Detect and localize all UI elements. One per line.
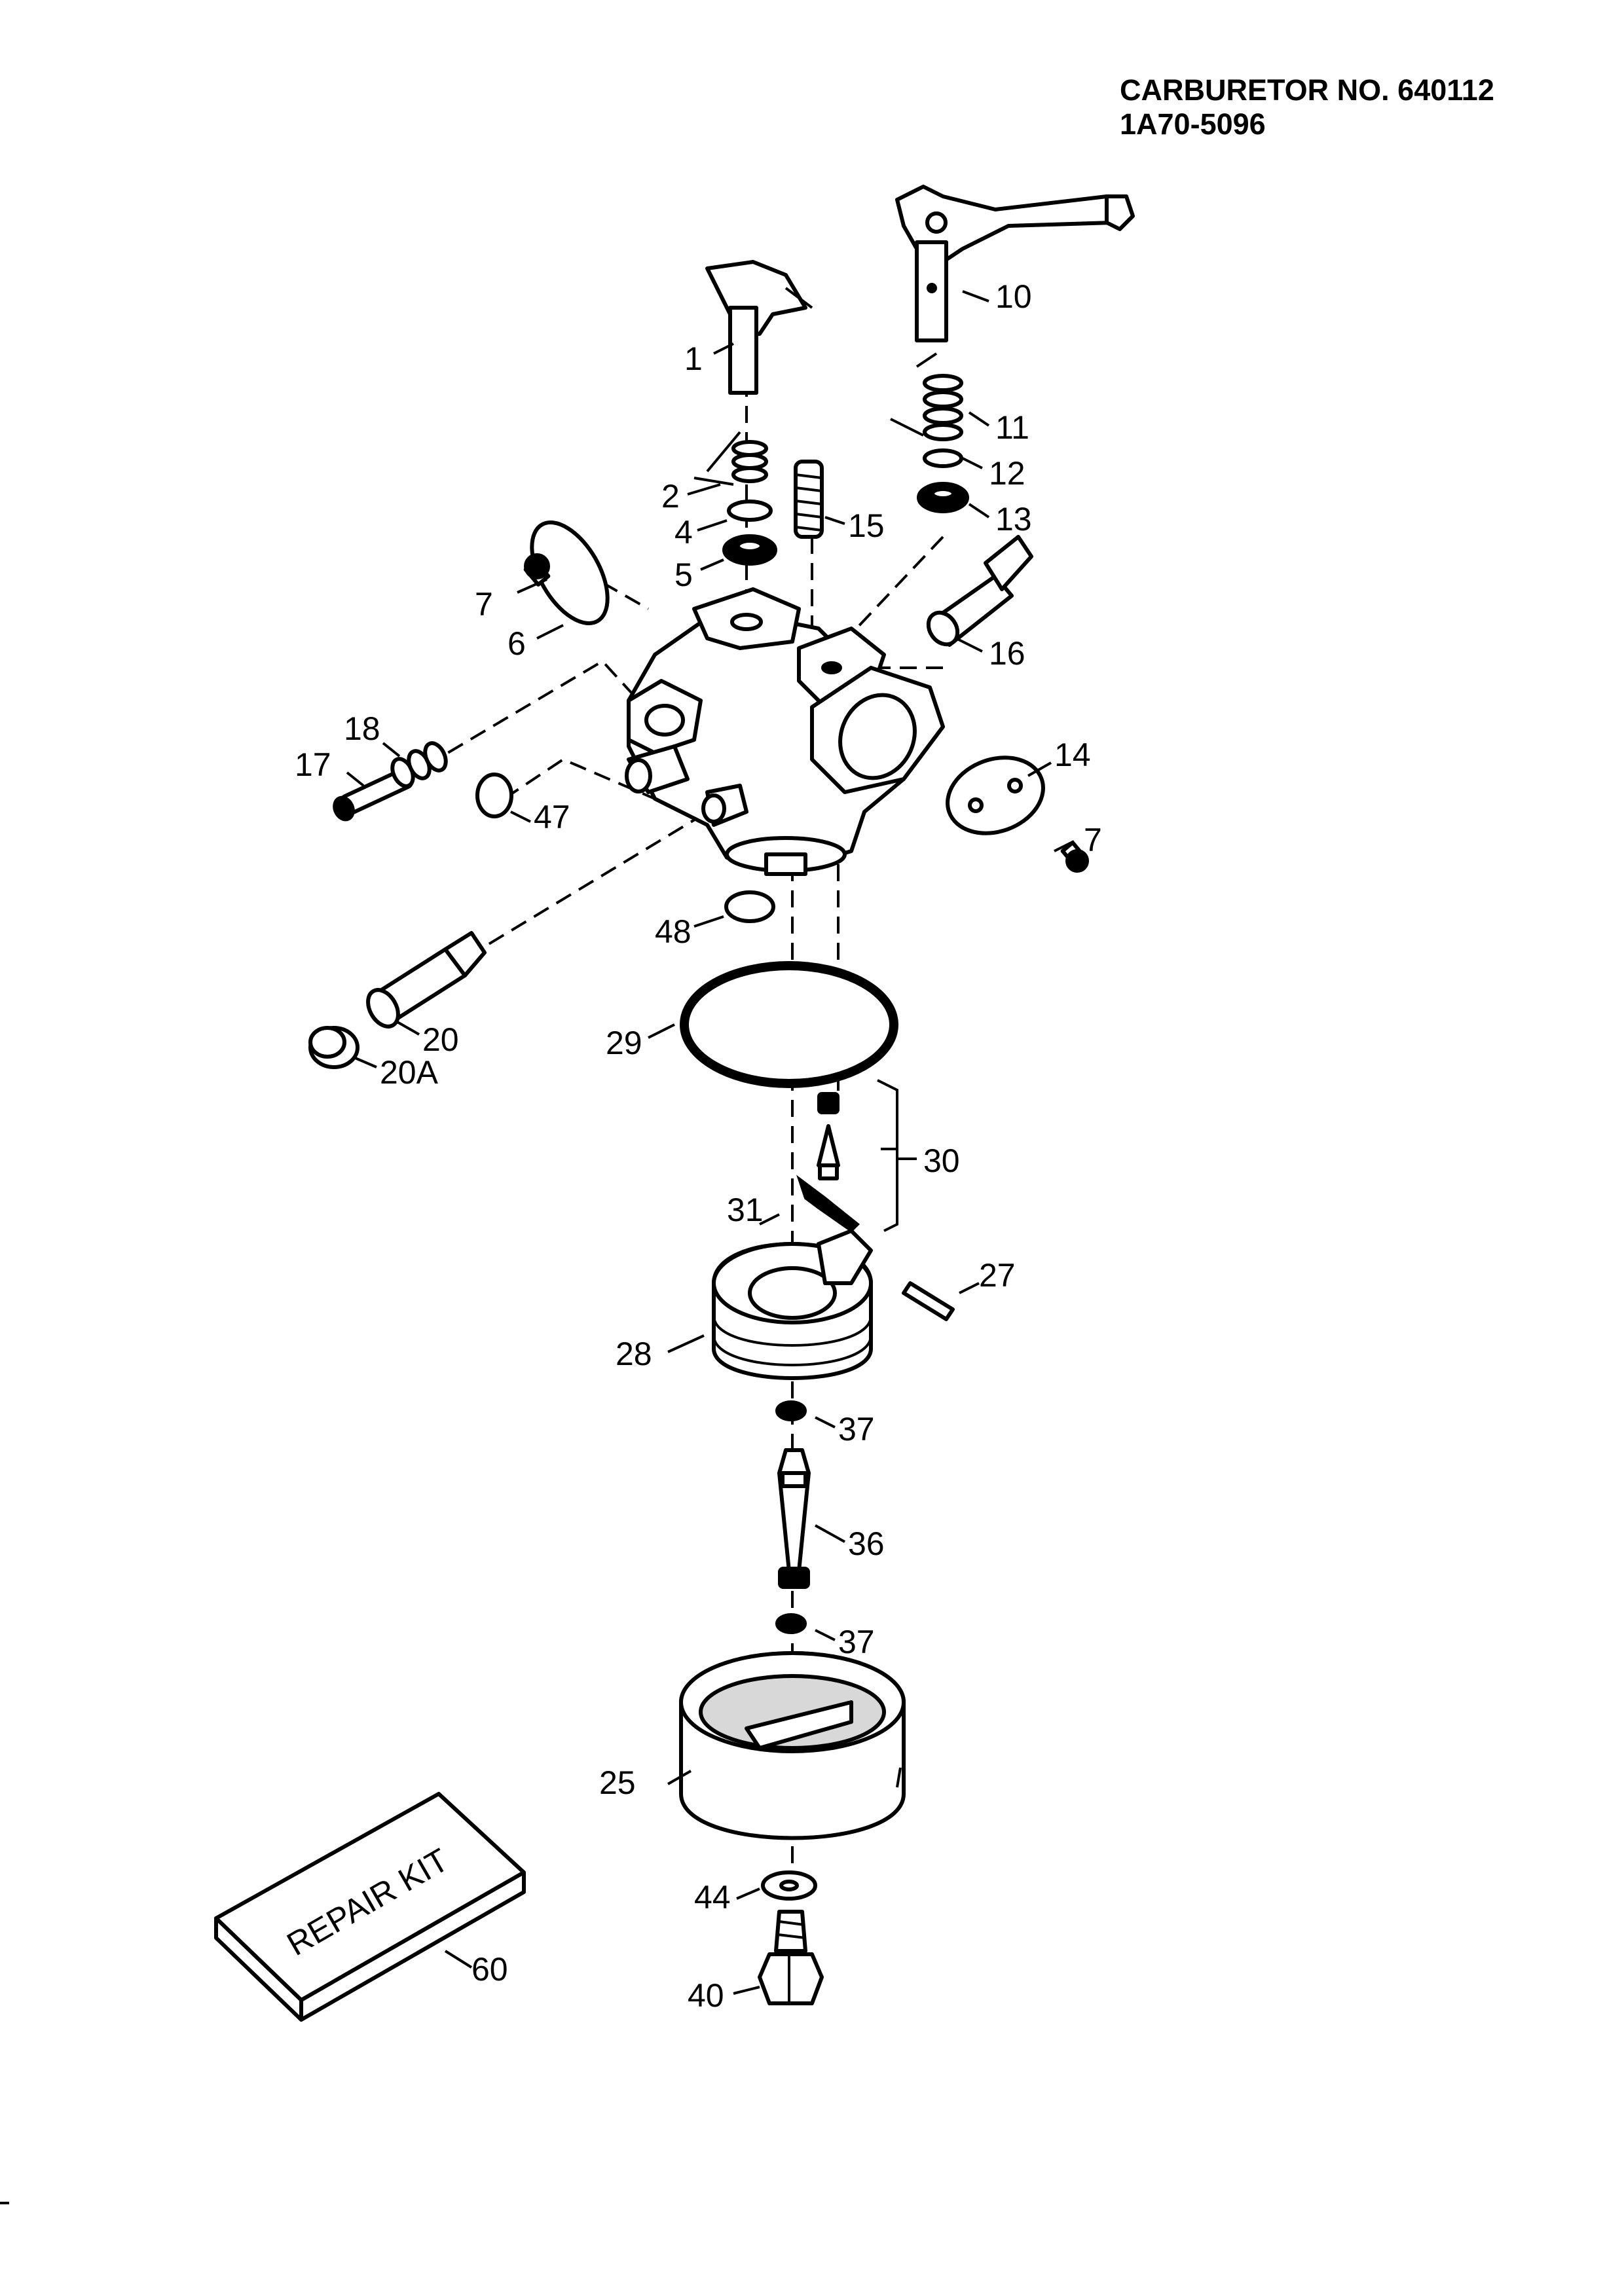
callout-7-top: 7	[475, 586, 493, 623]
callout-12: 12	[989, 455, 1025, 492]
callout-20a: 20A	[380, 1054, 439, 1091]
callout-30: 30	[923, 1142, 960, 1179]
carburetor-number-title: CARBURETOR NO. 640112	[1120, 73, 1494, 107]
callout-11: 11	[995, 409, 1029, 446]
callout-5: 5	[674, 556, 693, 593]
callout-25: 25	[599, 1764, 636, 1801]
callout-20: 20	[422, 1021, 459, 1058]
callout-44: 44	[694, 1879, 731, 1916]
part-16-fuel-inlet	[926, 535, 1033, 647]
part-4-washer	[727, 500, 773, 522]
callout-27: 27	[979, 1257, 1016, 1294]
part-29-bowl-gasket	[680, 961, 898, 1088]
part-7-screw-bottom	[1060, 841, 1089, 873]
part-1-choke-shaft	[705, 260, 813, 395]
callout-40: 40	[688, 1977, 724, 2014]
callout-60: 60	[471, 1951, 508, 1988]
part-30-needle-seat	[817, 1079, 917, 1232]
part-18-spring	[390, 741, 448, 788]
carburetor-body	[625, 587, 945, 876]
part-25-float-bowl	[679, 1651, 906, 1840]
part-36-main-nozzle	[777, 1448, 811, 1589]
part-6-choke-plate	[530, 520, 610, 625]
callout-31: 31	[727, 1192, 764, 1228]
carburetor-model-code: 1A70-5096	[1120, 107, 1266, 141]
part-15-idle-screw	[794, 460, 824, 539]
part-27-hinge-pin	[902, 1281, 955, 1321]
part-31-clip	[796, 1175, 860, 1233]
part-14-throttle-plate	[946, 756, 1045, 835]
callout-28: 28	[616, 1336, 652, 1372]
part-10-throttle-shaft	[895, 185, 1135, 342]
leader-lines	[346, 290, 1075, 1995]
callout-6: 6	[507, 625, 526, 662]
callout-16: 16	[989, 635, 1025, 672]
callout-13: 13	[995, 501, 1032, 538]
part-5-seal	[722, 534, 777, 566]
callout-10: 10	[995, 278, 1032, 315]
part-40-bowl-nut	[758, 1910, 824, 2005]
callout-labels: 1 2 4 5 7 6 10 11 12 13 15 16 14 7 17 18…	[295, 278, 1102, 2014]
part-20-main-jet	[366, 931, 487, 1029]
callout-47: 47	[534, 799, 570, 835]
callout-7-bottom: 7	[1084, 822, 1102, 858]
callout-37-upper: 37	[838, 1411, 875, 1448]
callout-15: 15	[848, 507, 885, 544]
callout-48: 48	[655, 913, 692, 950]
callout-1: 1	[684, 340, 703, 377]
callout-29: 29	[606, 1025, 642, 1061]
callout-36: 36	[848, 1525, 885, 1562]
part-12-washer	[923, 448, 963, 468]
part-48-o-ring	[724, 890, 775, 923]
callout-4: 4	[674, 514, 693, 551]
part-47-welch-plug	[475, 773, 513, 818]
part-44-washer	[761, 1870, 817, 1901]
callout-14: 14	[1054, 737, 1091, 773]
part-37-washer-lower	[775, 1613, 807, 1634]
part-60-repair-kit[interactable]: REPAIR KIT	[214, 1792, 526, 2022]
part-28-float	[712, 1229, 873, 1380]
part-37-washer-upper	[775, 1400, 807, 1421]
diagram-header: CARBURETOR NO. 640112 1A70-5096	[1120, 73, 1494, 141]
callout-17: 17	[295, 746, 331, 783]
part-2-spring	[693, 431, 768, 486]
part-20a-cap	[308, 1026, 360, 1069]
part-7-screw-top	[523, 553, 551, 587]
callout-37-lower: 37	[838, 1624, 875, 1660]
callout-2: 2	[661, 478, 680, 515]
part-13-seal	[917, 482, 969, 513]
part-11-spring	[890, 352, 963, 441]
callout-18: 18	[344, 710, 380, 747]
part-17-idle-mixture-screw	[333, 767, 414, 822]
